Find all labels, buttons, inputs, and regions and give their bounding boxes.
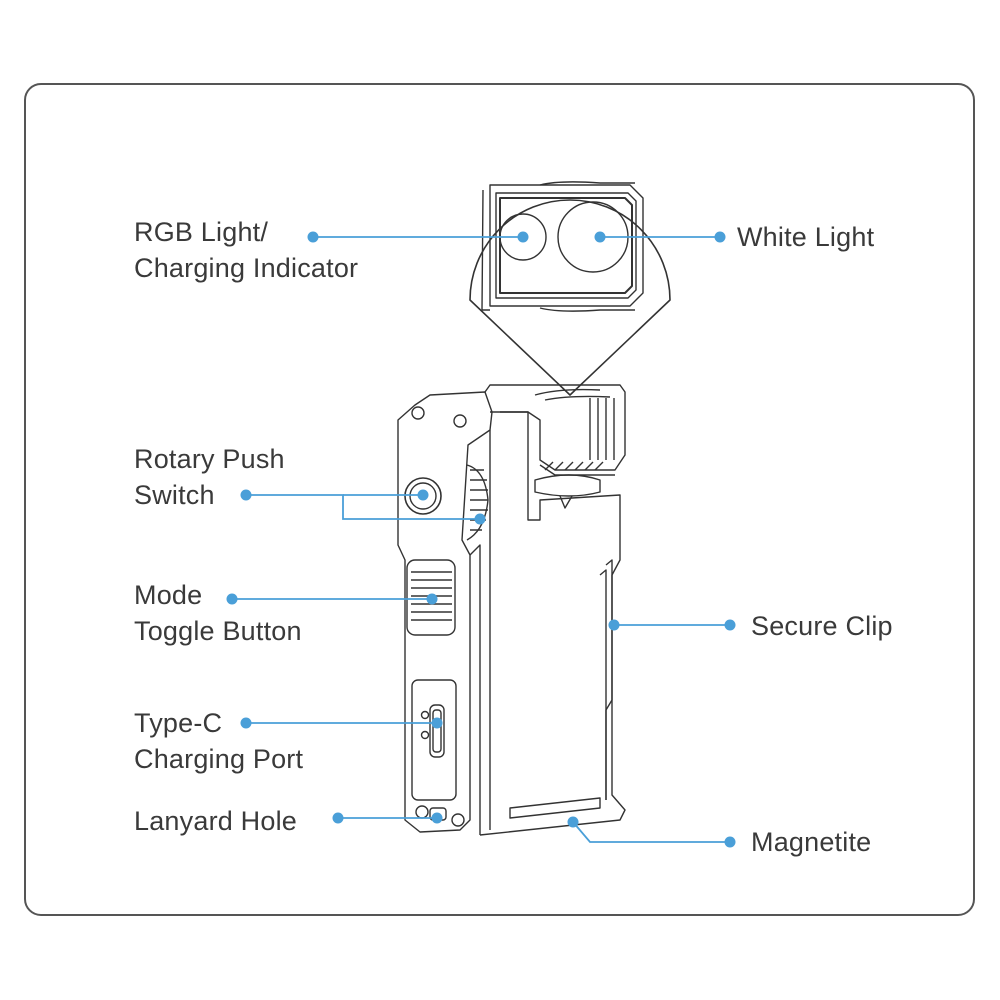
callout-dot (594, 231, 606, 243)
callout-dot (474, 513, 486, 525)
callout-dot (426, 593, 438, 605)
label-secure-clip: Secure Clip (751, 611, 893, 641)
callout-dot (724, 619, 736, 631)
callout-dot (608, 619, 620, 631)
label-mode-toggle-button: Mode Toggle Button (134, 580, 302, 646)
label-magnetite: Magnetite (751, 827, 872, 857)
callout-dot (307, 231, 319, 243)
leader-lines (232, 236, 730, 843)
label-type-c-port: Type-C Charging Port (134, 708, 304, 774)
label-rgb-light: RGB Light/ Charging Indicator (134, 217, 359, 283)
callout-dot (332, 812, 344, 824)
label-lanyard-hole: Lanyard Hole (134, 806, 298, 836)
label-white-light: White Light (737, 222, 875, 252)
callout-dot (226, 593, 238, 605)
callout-dot (724, 836, 736, 848)
callout-dot (431, 812, 443, 824)
callout-dot (240, 717, 252, 729)
callout-dot (714, 231, 726, 243)
callout-dot (567, 816, 579, 828)
callout-dot (517, 231, 529, 243)
callout-dot (240, 489, 252, 501)
callout-dot (431, 717, 443, 729)
callout-dot (417, 489, 429, 501)
diagram-frame (24, 83, 975, 916)
callout-dots (226, 231, 736, 848)
flashlight-body (397, 384, 626, 836)
label-rotary-push-switch: Rotary Push Switch (134, 444, 285, 510)
